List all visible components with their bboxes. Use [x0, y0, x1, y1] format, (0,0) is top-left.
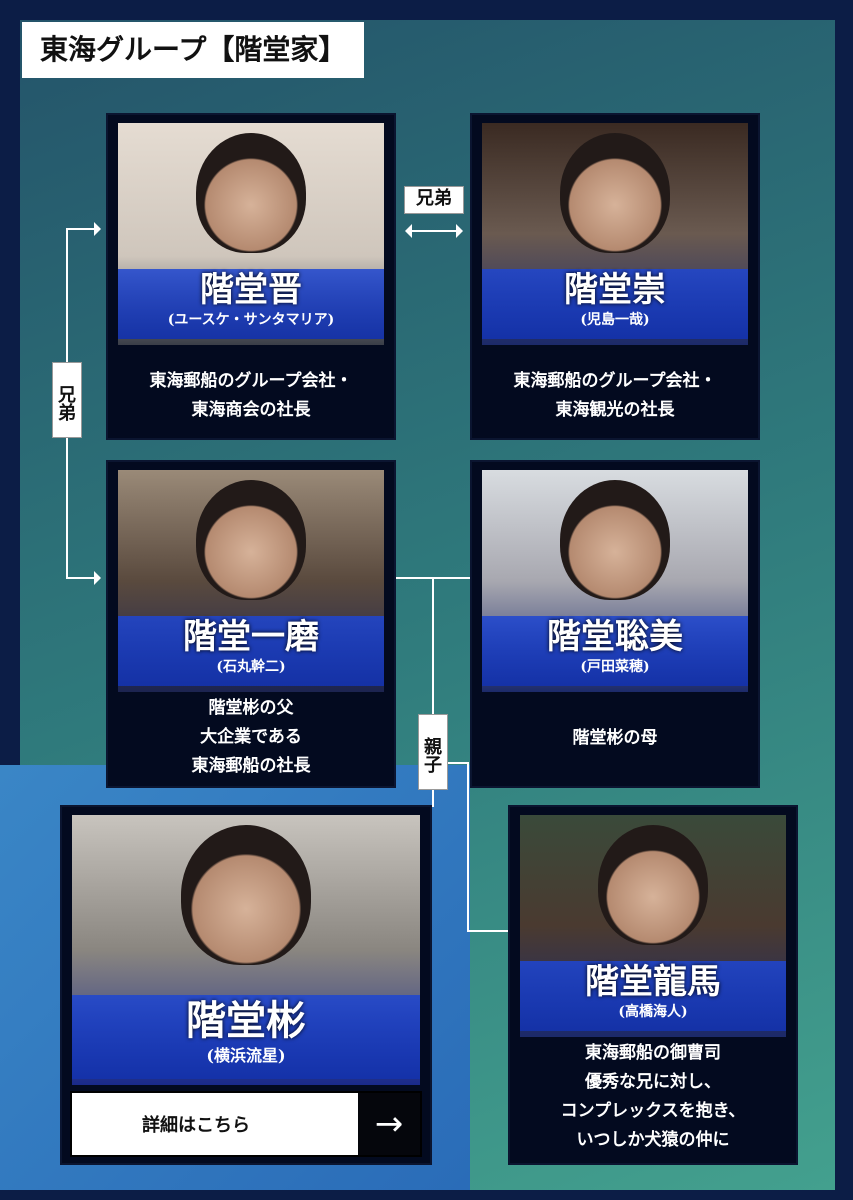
description-line: 階堂彬の父 — [208, 698, 294, 718]
character-name: 階堂晋 — [200, 270, 302, 310]
character-card-takashi[interactable]: 階堂崇 (児島一哉) 東海郵船のグループ会社・東海観光の社長 — [470, 113, 760, 440]
brother-line-horizontal — [410, 230, 458, 232]
arrow-left-icon — [398, 224, 412, 238]
description-line: 東海観光の社長 — [555, 400, 675, 420]
description-line: 東海郵船の御曹司 — [585, 1043, 721, 1063]
character-name: 階堂彬 — [186, 997, 306, 1044]
page-title: 東海グループ【階堂家】 — [22, 22, 365, 78]
couple-line — [396, 577, 472, 579]
description-line: いつしか犬猿の仲に — [576, 1130, 730, 1150]
character-name: 階堂一磨 — [183, 617, 319, 657]
parent-line — [432, 577, 434, 807]
character-card-akira[interactable]: 階堂彬 (横浜流星) 詳細はこちら → — [60, 805, 432, 1165]
character-card-satomi[interactable]: 階堂聡美 (戸田菜穂) 階堂彬の母 — [470, 460, 760, 788]
child-line-ryoma — [467, 930, 509, 932]
relation-label-parent-child: 親子 — [418, 714, 448, 790]
character-card-shin[interactable]: 階堂晋 (ユースケ・サンタマリア) 東海郵船のグループ会社・東海商会の社長 — [106, 113, 396, 440]
description-line: 階堂彬の母 — [572, 728, 658, 748]
actor-name: (戸田菜穂) — [580, 659, 650, 675]
character-name: 階堂龍馬 — [585, 962, 721, 1002]
parent-line-branch — [432, 762, 468, 764]
character-name: 階堂崇 — [564, 270, 666, 310]
arrow-right-icon — [456, 224, 470, 238]
arrow-right-icon — [94, 571, 108, 585]
relation-label-brothers: 兄弟 — [52, 362, 82, 438]
relation-label-brothers-top: 兄弟 — [404, 186, 464, 214]
description-line: 大企業である — [200, 727, 302, 747]
details-button[interactable]: 詳細はこちら → — [70, 1091, 422, 1157]
description-line: 東海郵船のグループ会社・ — [149, 371, 353, 391]
description-line: コンプレックスを抱き、 — [560, 1101, 746, 1121]
character-name: 階堂聡美 — [547, 617, 683, 657]
actor-name: (石丸幹二) — [216, 659, 286, 675]
actor-name: (高橋海人) — [618, 1004, 688, 1020]
child-line — [467, 762, 469, 932]
actor-name: (児島一哉) — [580, 312, 650, 328]
description-line: 優秀な兄に対し、 — [585, 1072, 721, 1092]
character-card-ryoma[interactable]: 階堂龍馬 (高橋海人) 東海郵船の御曹司優秀な兄に対し、コンプレックスを抱き、いつ… — [508, 805, 798, 1165]
actor-name: (ユースケ・サンタマリア) — [167, 312, 335, 328]
brother-line-bottom — [66, 577, 96, 579]
description-line: 東海商会の社長 — [191, 400, 311, 420]
character-card-kazuma[interactable]: 階堂一磨 (石丸幹二) 階堂彬の父大企業である東海郵船の社長 — [106, 460, 396, 788]
description-line: 東海郵船の社長 — [191, 756, 311, 776]
description-line: 東海郵船のグループ会社・ — [513, 371, 717, 391]
brother-line-top — [66, 228, 96, 230]
actor-name: (横浜流星) — [206, 1046, 286, 1065]
details-button-label: 詳細はこちら — [142, 1115, 250, 1136]
arrow-right-icon — [94, 222, 108, 236]
arrow-right-icon: → — [358, 1093, 420, 1155]
